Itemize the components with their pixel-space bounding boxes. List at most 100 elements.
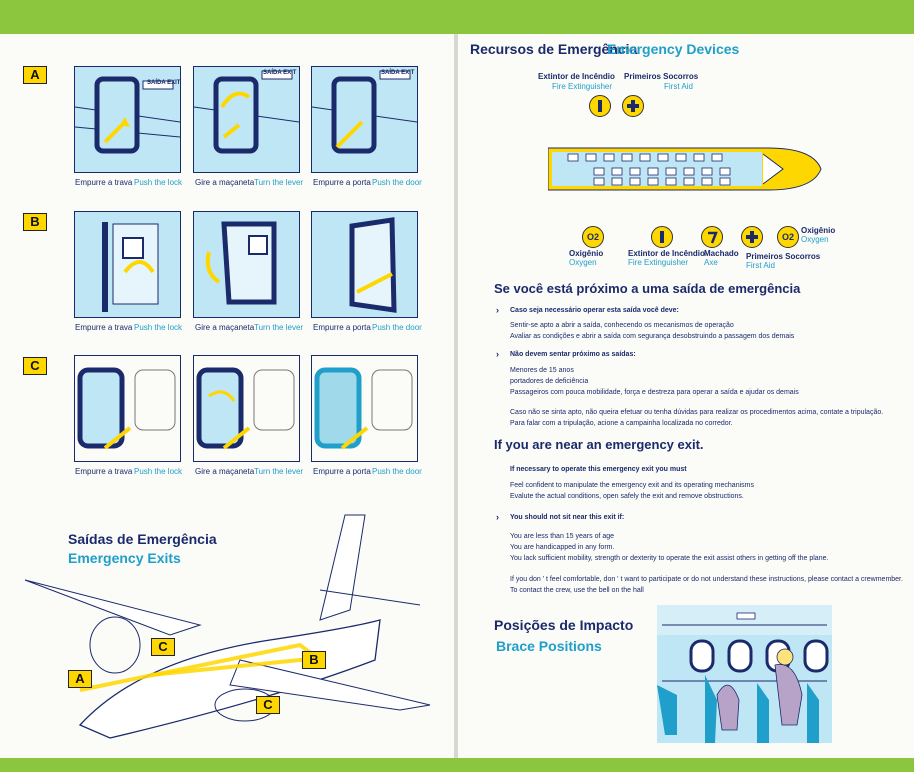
plane-label-a: A <box>68 670 92 688</box>
oxygen-label-pt: Oxigênio <box>801 226 836 235</box>
pt-block2-line: Passageiros com pouca mobilidade, força … <box>510 389 799 396</box>
caption-pt: Empurre a porta <box>313 467 371 476</box>
oxygen-label-pt: Oxigênio <box>569 249 604 258</box>
fire-extinguisher-label-en: Fire Extinguisher <box>552 82 613 91</box>
en-block3-line: If you don ' t feel comfortable, don ' t… <box>510 576 903 583</box>
pt-block2-line: portadores de deficiência <box>510 378 589 385</box>
brace-title-en: Brace Positions <box>496 638 602 654</box>
panel-c3 <box>311 355 418 462</box>
exits-title-pt: Saídas de Emergência <box>68 531 217 547</box>
pt-block3-line: Caso não se sinta apto, não queira efetu… <box>510 409 884 416</box>
caption-en: Push the door <box>372 323 422 332</box>
en-block2-line: You are less than 15 years of age <box>510 533 615 540</box>
chevron-right-icon: › <box>496 349 499 359</box>
caption-pt: Gire a maçaneta <box>195 323 255 332</box>
plane-label-c: C <box>256 696 280 714</box>
oxygen-label-en: Oxygen <box>569 258 597 267</box>
section-label-b: B <box>23 213 47 231</box>
exits-title-en: Emergency Exits <box>68 550 181 566</box>
en-block2-line: You are handicapped in any form. <box>510 544 615 551</box>
fire-extinguisher-label-pt: Extintor de Incêndio <box>538 72 615 81</box>
bottom-green-band <box>0 758 914 772</box>
oxygen-label-en: Oxygen <box>801 235 829 244</box>
door-diagram <box>314 367 413 450</box>
panel-c1 <box>74 355 181 462</box>
axe-label-pt: Machado <box>704 249 739 258</box>
exit-sign: SAÍDA EXIT <box>147 80 181 86</box>
caption-en: Push the lock <box>134 467 183 476</box>
en-heading: If you are near an emergency exit. <box>494 437 704 452</box>
caption-pt: Gire a maçaneta <box>195 467 255 476</box>
oxygen-icon: O2 <box>582 226 604 248</box>
plane-label-b: B <box>302 651 326 669</box>
first-aid-icon <box>741 226 763 248</box>
exit-sign: SAÍDA EXIT <box>263 70 297 76</box>
en-block3-line: To contact the crew, use the bell on the… <box>510 587 644 594</box>
cabin-layout <box>548 147 822 191</box>
caption-pt: Gire a maçaneta <box>195 178 255 187</box>
first-aid-icon <box>622 95 644 117</box>
axe-icon <box>701 226 723 248</box>
plane-label-c: C <box>151 638 175 656</box>
caption-en: Turn the lever <box>254 467 304 476</box>
caption-pt: Empurre a trava <box>75 323 133 332</box>
caption-en: Turn the lever <box>254 323 304 332</box>
pt-block3-line: Para falar com a tripulação, acione a ca… <box>510 420 733 427</box>
door-diagram <box>77 367 176 450</box>
pt-heading: Se você está próximo a uma saída de emer… <box>494 281 801 296</box>
section-label-c: C <box>23 357 47 375</box>
first-aid-label-en: First Aid <box>664 82 693 91</box>
caption-pt: Empurre a trava <box>75 467 133 476</box>
caption-pt: Empurre a trava <box>75 178 133 187</box>
panel-b3 <box>311 211 418 318</box>
caption-en: Push the lock <box>134 178 183 187</box>
door-diagram <box>312 70 417 154</box>
pt-block1-line: Avaliar as condições e abrir a saída com… <box>510 333 795 340</box>
brace-title-pt: Posições de Impacto <box>494 617 634 633</box>
exit-sign: SAÍDA EXIT <box>381 70 415 76</box>
panel-a1 <box>74 66 181 173</box>
section-label-a: A <box>23 66 47 84</box>
chevron-right-icon: › <box>496 305 499 315</box>
panel-c2 <box>193 355 300 462</box>
door-diagram <box>196 367 295 450</box>
first-aid-label-en: First Aid <box>746 261 775 270</box>
pt-block2-title: Não devem sentar próximo as saídas: <box>510 351 636 358</box>
en-block2-line: You lack sufficient mobility, strength o… <box>510 555 829 562</box>
door-diagram <box>205 221 277 305</box>
brace-positions-illustration <box>657 605 832 743</box>
panel-a2 <box>193 66 300 173</box>
chevron-right-icon: › <box>496 512 499 522</box>
devices-title-en: Emergency Devices <box>607 41 740 57</box>
caption-en: Push the door <box>372 178 422 187</box>
axe-label-en: Axe <box>704 258 718 267</box>
panel-b2 <box>193 211 300 318</box>
fire-extinguisher-icon <box>651 226 673 248</box>
en-block1-title: If necessary to operate this emergency e… <box>510 466 687 473</box>
en-block1-line: Evalute the actual conditions, open safe… <box>510 493 744 500</box>
en-block2-title: You should not sit near this exit if: <box>510 514 625 521</box>
caption-en: Push the lock <box>134 323 183 332</box>
first-aid-label-pt: Primeiros Socorros <box>624 72 699 81</box>
door-diagram <box>75 76 180 154</box>
fire-extinguisher-label-pt: Extintor de Incêndio <box>628 249 705 258</box>
caption-pt: Empurre a porta <box>313 178 371 187</box>
devices-title-pt: Recursos de Emergência <box>470 41 638 57</box>
en-block1-line: Feel confident to manipulate the emergen… <box>510 482 754 489</box>
panel-a3 <box>311 66 418 173</box>
pt-block2-line: Menores de 15 anos <box>510 367 574 374</box>
caption-pt: Empurre a porta <box>313 323 371 332</box>
top-green-band <box>0 0 914 34</box>
fire-extinguisher-label-en: Fire Extinguisher <box>628 258 689 267</box>
door-diagram <box>194 70 299 154</box>
panel-b1 <box>74 211 181 318</box>
fire-extinguisher-icon <box>589 95 611 117</box>
pt-block1-title: Caso seja necessário operar esta saída v… <box>510 307 679 314</box>
caption-en: Push the door <box>372 467 422 476</box>
first-aid-label-pt: Primeiros Socorros <box>746 252 821 261</box>
door-diagram <box>102 222 159 312</box>
caption-en: Turn the lever <box>254 178 304 187</box>
oxygen-icon: O2 <box>777 226 799 248</box>
pt-block1-line: Sentir-se apto a abrir a saída, conhecen… <box>510 322 734 329</box>
page-fold <box>454 34 458 758</box>
